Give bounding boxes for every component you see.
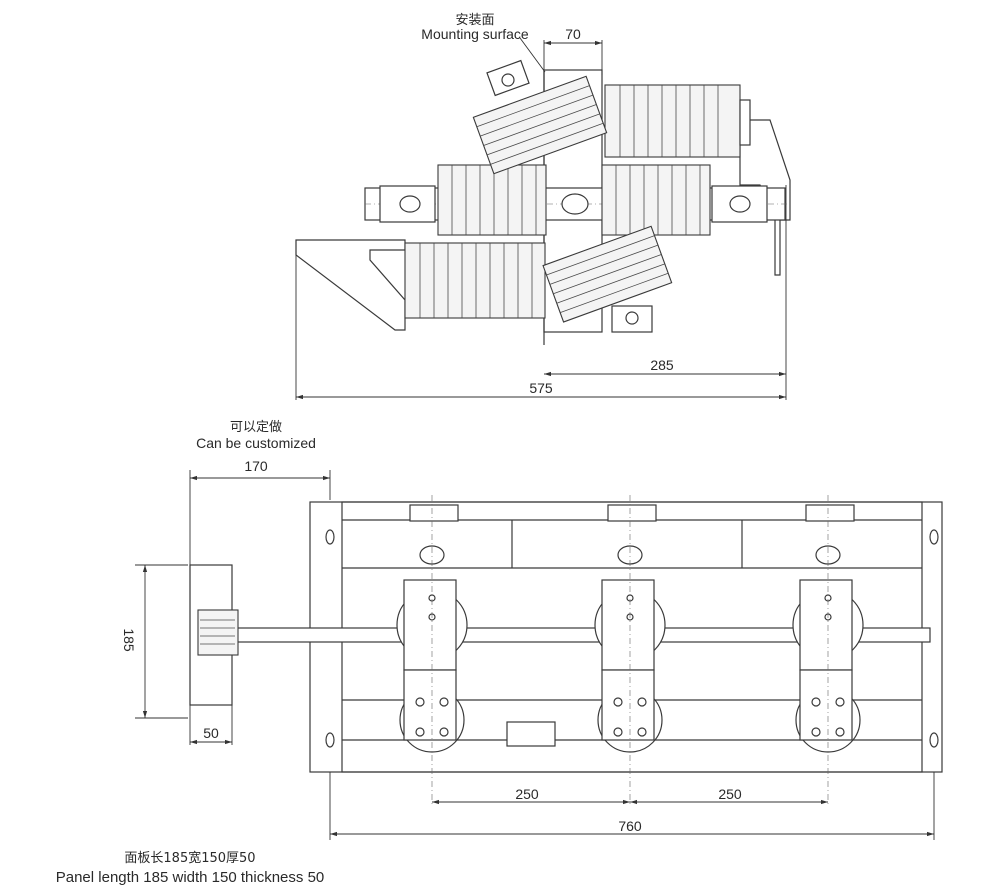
panel-note-cn: 面板长185宽150厚50 [124,850,255,866]
mounting-label-cn: 安装面 [455,13,494,28]
name-plate [506,721,556,747]
custom-label-cn: 可以定做 [230,420,282,435]
insulator-diagonal-upper [472,75,608,175]
left-bracket [295,239,406,331]
insulator-lower-left [404,242,546,319]
panel-note: 面板长185宽150厚50 Panel length 185 width 150… [56,850,325,886]
dim-575-label: 575 [529,380,553,396]
top-view: 70 285 575 安装面 Mounting surface [295,13,791,400]
dim-250b-label: 250 [718,786,742,802]
mounting-leader [519,37,546,73]
dim-70-label: 70 [565,26,581,42]
front-view: 170 185 50 250 250 760 可以定做 Can be custo… [121,420,943,840]
dim-285-label: 285 [650,357,674,373]
insulator-diagonal-lower [542,225,673,323]
dim-185-label: 185 [121,628,137,652]
dim-760-label: 760 [618,818,642,834]
insulator-mid-right [601,164,711,236]
dim-170-label: 170 [244,458,268,474]
insulator-mid-left [437,164,547,236]
dim-250a-label: 250 [515,786,539,802]
panel-note-en: Panel length 185 width 150 thickness 50 [56,869,325,886]
phase-3 [792,495,864,805]
right-bracket [739,119,791,276]
mounting-label-en: Mounting surface [421,26,529,42]
phase-1 [396,495,468,805]
phase-2 [594,495,666,805]
custom-label-en: Can be customized [196,435,316,451]
dim-50-label: 50 [203,725,219,741]
insulator-upper-right [604,84,751,158]
